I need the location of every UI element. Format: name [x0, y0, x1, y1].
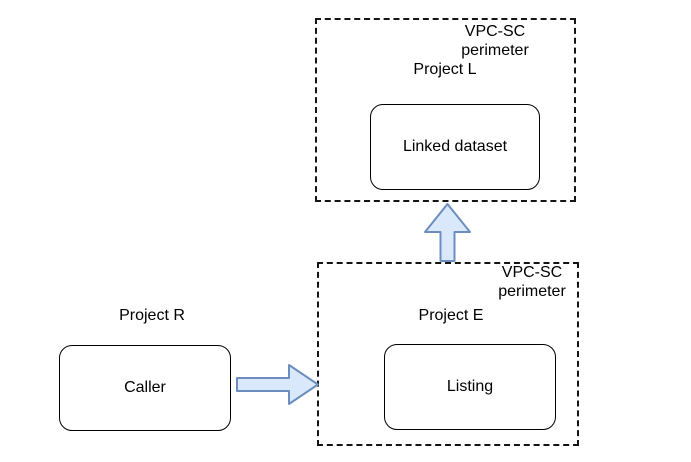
arrow-right-icon [236, 364, 319, 405]
listing-node-label: Listing [446, 378, 494, 395]
perimeter-e-label: VPC-SC perimeter [498, 264, 566, 300]
linked-dataset-node: Linked dataset [370, 104, 540, 190]
perimeter-l-label: VPC-SC perimeter [461, 23, 529, 59]
listing-node: Listing [384, 344, 556, 430]
caller-node-label: Caller [124, 379, 166, 396]
arrow-up-icon [424, 203, 471, 262]
project-e-label: Project E [418, 307, 484, 324]
project-l-label: Project L [413, 61, 477, 78]
project-r-label: Project R [119, 307, 185, 324]
linked-dataset-node-label: Linked dataset [402, 138, 508, 155]
vpc-sc-perimeter-box-e [317, 262, 579, 446]
caller-node: Caller [59, 345, 231, 431]
vpc-sc-perimeter-box-l [315, 18, 576, 202]
